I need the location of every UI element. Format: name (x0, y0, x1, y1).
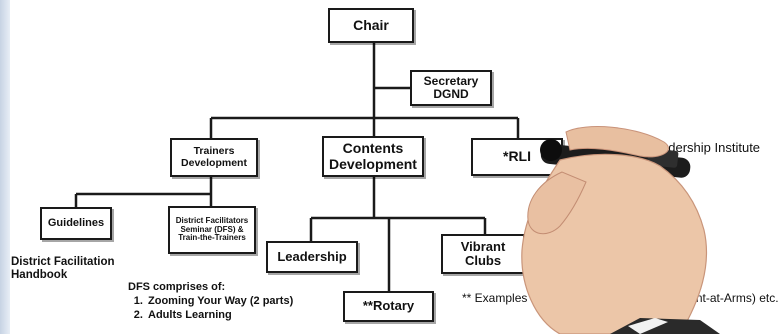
chair-box: Chair (328, 8, 414, 43)
dfs-seminar-box: District Facilitators Seminar (DFS) & Tr… (168, 206, 256, 254)
vibrant-clubs-box: Vibrant Clubs (441, 234, 525, 274)
guidelines-box: Guidelines (40, 207, 112, 240)
contents-development-box: Contents Development (322, 136, 424, 177)
secretary-box: Secretary DGND (410, 70, 492, 106)
left-edge-band (0, 0, 10, 334)
trainers-development-box: Trainers Development (170, 138, 258, 177)
rotary-box: **Rotary (343, 291, 434, 322)
dfs-item: Adults Learning (146, 309, 293, 323)
handbook-note: District Facilitation Handbook (11, 256, 115, 282)
dfs-title: DFS comprises of: (128, 281, 226, 293)
dfs-item: Zooming Your Way (2 parts) (146, 295, 293, 309)
dfs-items-list: Zooming Your Way (2 parts) Adults Learni… (128, 295, 293, 323)
leadership-box: Leadership (266, 241, 358, 273)
